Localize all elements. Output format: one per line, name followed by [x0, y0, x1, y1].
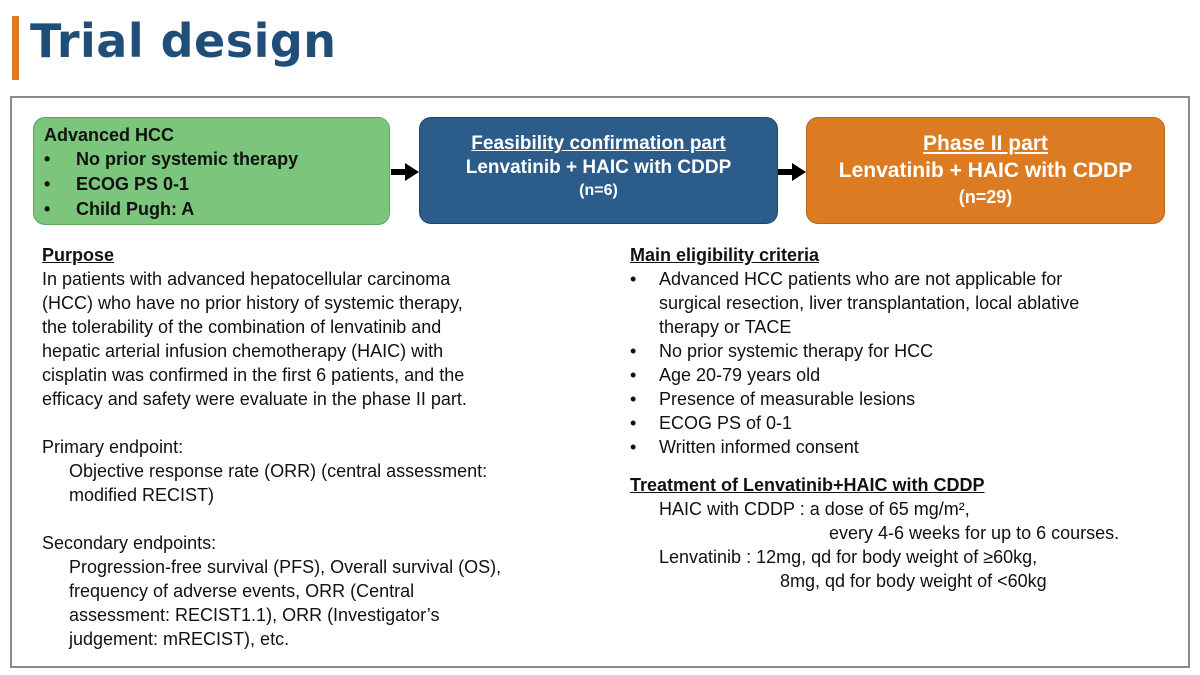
primary-endpoint-line: Objective response rate (ORR) (central a… — [69, 461, 488, 481]
purpose-line: efficacy and safety were evaluate in the… — [42, 389, 467, 409]
population-criteria-list: No prior systemic therapy ECOG PS 0-1 Ch… — [44, 147, 379, 222]
flow-arrow-icon — [391, 163, 419, 181]
haic-schedule-line: every 4-6 weeks for up to 6 courses. — [829, 523, 1120, 543]
secondary-endpoint-line: frequency of adverse events, ORR (Centra… — [69, 581, 415, 601]
secondary-endpoint-line: judgement: mRECIST), etc. — [69, 629, 290, 649]
purpose-line: hepatic arterial infusion chemotherapy (… — [42, 341, 444, 361]
purpose-heading: Purpose — [42, 245, 115, 265]
secondary-endpoint-line: assessment: RECIST1.1), ORR (Investigato… — [69, 605, 440, 625]
title-accent-bar — [12, 16, 19, 80]
lenvatinib-dose-line: Lenvatinib : 12mg, qd for body weight of… — [659, 547, 1038, 567]
primary-endpoint-label: Primary endpoint: — [42, 437, 184, 457]
right-column: Main eligibility criteria Advanced HCC p… — [630, 243, 1190, 593]
eligibility-item: Written informed consent — [630, 435, 1190, 459]
eligibility-heading: Main eligibility criteria — [630, 245, 820, 265]
flow-arrow-icon — [778, 163, 806, 181]
treatment-heading: Treatment of Lenvatinib+HAIC with CDDP — [630, 475, 985, 495]
lenvatinib-dose-line-2: 8mg, qd for body weight of <60kg — [780, 571, 1047, 591]
eligibility-list: Advanced HCC patients who are not applic… — [630, 267, 1190, 459]
eligibility-item: Presence of measurable lesions — [630, 387, 1190, 411]
population-box: Advanced HCC No prior systemic therapy E… — [33, 117, 390, 225]
phase2-part-regimen: Lenvatinib + HAIC with CDDP — [838, 159, 1133, 182]
eligibility-item: Age 20-79 years old — [630, 363, 1190, 387]
page-title: Trial design — [30, 14, 337, 68]
phase2-part-title: Phase II part — [923, 132, 1048, 155]
feasibility-part-n: (n=6) — [579, 182, 618, 199]
secondary-endpoints-label: Secondary endpoints: — [42, 533, 217, 553]
haic-dose-line: HAIC with CDDP : a dose of 65 mg/m², — [659, 499, 970, 519]
population-heading: Advanced HCC — [44, 125, 175, 145]
primary-endpoint-line: modified RECIST) — [69, 485, 215, 505]
phase2-part-n: (n=29) — [958, 187, 1013, 207]
population-criterion: Child Pugh: A — [44, 197, 379, 222]
purpose-line: the tolerability of the combination of l… — [42, 317, 442, 337]
eligibility-item: Advanced HCC patients who are not applic… — [630, 267, 1190, 339]
purpose-line: In patients with advanced hepatocellular… — [42, 269, 451, 289]
purpose-line: cisplatin was confirmed in the first 6 p… — [42, 365, 465, 385]
purpose-line: (HCC) who have no prior history of syste… — [42, 293, 463, 313]
feasibility-part-title: Feasibility confirmation part — [471, 133, 726, 154]
feasibility-part-box: Feasibility confirmation part Lenvatinib… — [419, 117, 778, 224]
eligibility-item-line: surgical resection, liver transplantatio… — [659, 293, 1080, 313]
phase2-part-box: Phase II part Lenvatinib + HAIC with CDD… — [806, 117, 1165, 224]
eligibility-item: ECOG PS of 0-1 — [630, 411, 1190, 435]
feasibility-part-regimen: Lenvatinib + HAIC with CDDP — [465, 157, 732, 178]
population-criterion: ECOG PS 0-1 — [44, 172, 379, 197]
secondary-endpoint-line: Progression-free survival (PFS), Overall… — [69, 557, 502, 577]
eligibility-item: No prior systemic therapy for HCC — [630, 339, 1190, 363]
eligibility-item-line: therapy or TACE — [659, 317, 792, 337]
eligibility-item-line: Advanced HCC patients who are not applic… — [659, 269, 1063, 289]
population-criterion: No prior systemic therapy — [44, 147, 379, 172]
left-column: Purpose In patients with advanced hepato… — [42, 243, 602, 651]
